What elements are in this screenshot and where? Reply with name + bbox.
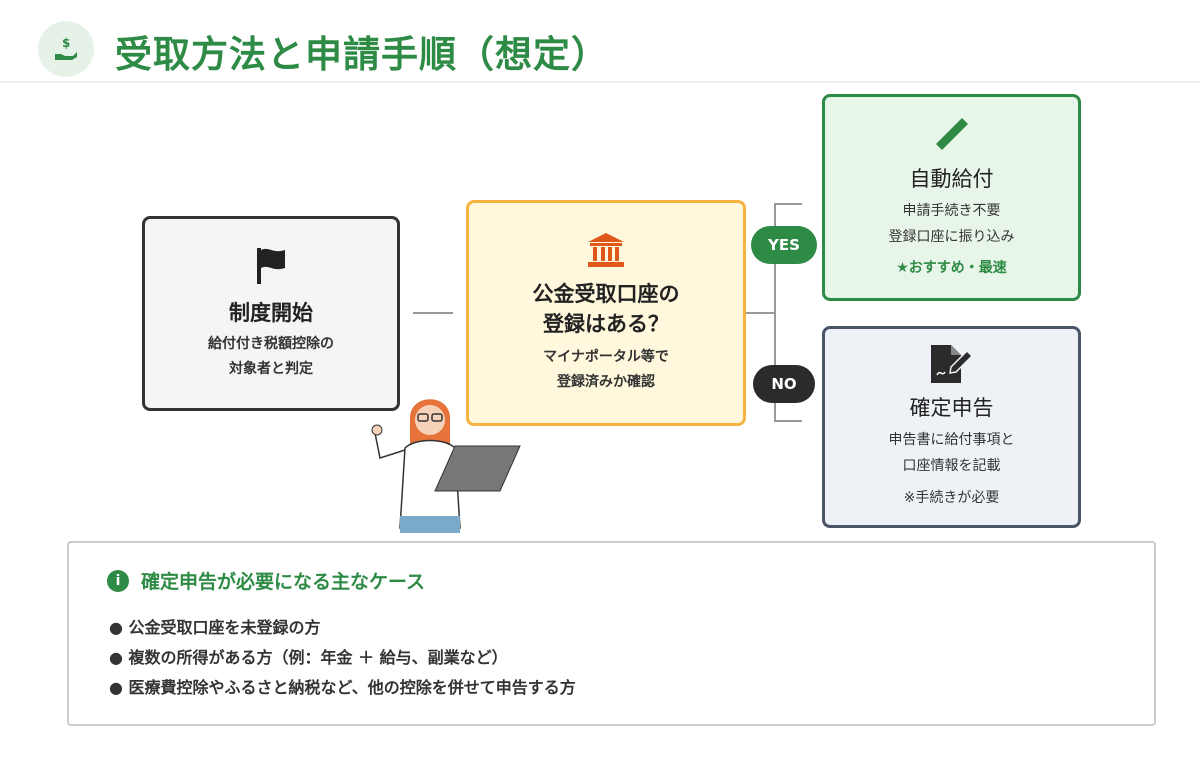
info-list-item: ● 医療費控除やふるさと納税など、他の控除を併せて申告する方 (109, 678, 576, 697)
branch-line (746, 312, 776, 314)
start-desc-2: 対象者と判定 (229, 360, 313, 377)
tax-return-box: 確定申告 申告書に給付事項と 口座情報を記載 ※手続きが必要 (822, 326, 1081, 528)
info-list-item: ● 複数の所得がある方（例：年金 ＋ 給与、副業など） (109, 648, 508, 667)
tax-return-desc-1: 申告書に給付事項と (888, 432, 1015, 448)
info-list-item: ● 公金受取口座を未登録の方 (109, 618, 321, 637)
branch-tick-no (774, 420, 802, 422)
header-divider (0, 81, 1200, 83)
woman-with-laptop-illustration (371, 399, 521, 533)
flag-icon (257, 247, 285, 284)
connector-line (413, 312, 453, 314)
branch-bracket (774, 203, 776, 422)
signed-document-icon (930, 345, 973, 383)
question-title-2: 登録はある？ (543, 312, 669, 336)
start-title: 制度開始 (229, 300, 313, 325)
tax-return-desc-2: 口座情報を記載 (902, 458, 1001, 474)
tax-return-note: ※手続きが必要 (903, 490, 1000, 506)
info-icon: i (107, 569, 129, 592)
tax-return-title: 確定申告 (909, 396, 994, 420)
page-title: 受取方法と申請手順（想定） (115, 33, 609, 76)
info-title: 確定申告が必要になる主なケース (141, 571, 426, 593)
auto-title: 自動給付 (909, 167, 994, 191)
auto-desc-2: 登録口座に振り込み (888, 229, 1015, 245)
auto-payment-box: 自動給付 申請手続き不要 登録口座に振り込み ★おすすめ・最速 (822, 94, 1081, 301)
auto-desc-1: 申請手続き不要 (902, 203, 1001, 219)
auto-note: ★おすすめ・最速 (896, 260, 1007, 276)
no-badge: NO (753, 365, 815, 403)
question-title-1: 公金受取口座の (532, 282, 680, 306)
info-panel: i 確定申告が必要になる主なケース ● 公金受取口座を未登録の方 ● 複数の所得… (67, 541, 1156, 726)
branch-tick-yes (774, 203, 802, 205)
pen-icon (935, 118, 968, 150)
start-box: 制度開始 給付付き税額控除の 対象者と判定 (142, 216, 400, 411)
start-desc-1: 給付付き税額控除の (208, 335, 334, 352)
question-box: 公金受取口座の 登録はある？ マイナポータル等で 登録済みか確認 (466, 200, 746, 426)
bank-icon (588, 233, 624, 267)
question-desc-2: 登録済みか確認 (557, 374, 655, 390)
hand-dollar-icon: $ (38, 21, 94, 77)
yes-badge: YES (751, 226, 817, 264)
question-desc-1: マイナポータル等で (543, 349, 669, 365)
info-title-row: i 確定申告が必要になる主なケース (107, 567, 425, 594)
svg-text:$: $ (62, 36, 70, 50)
